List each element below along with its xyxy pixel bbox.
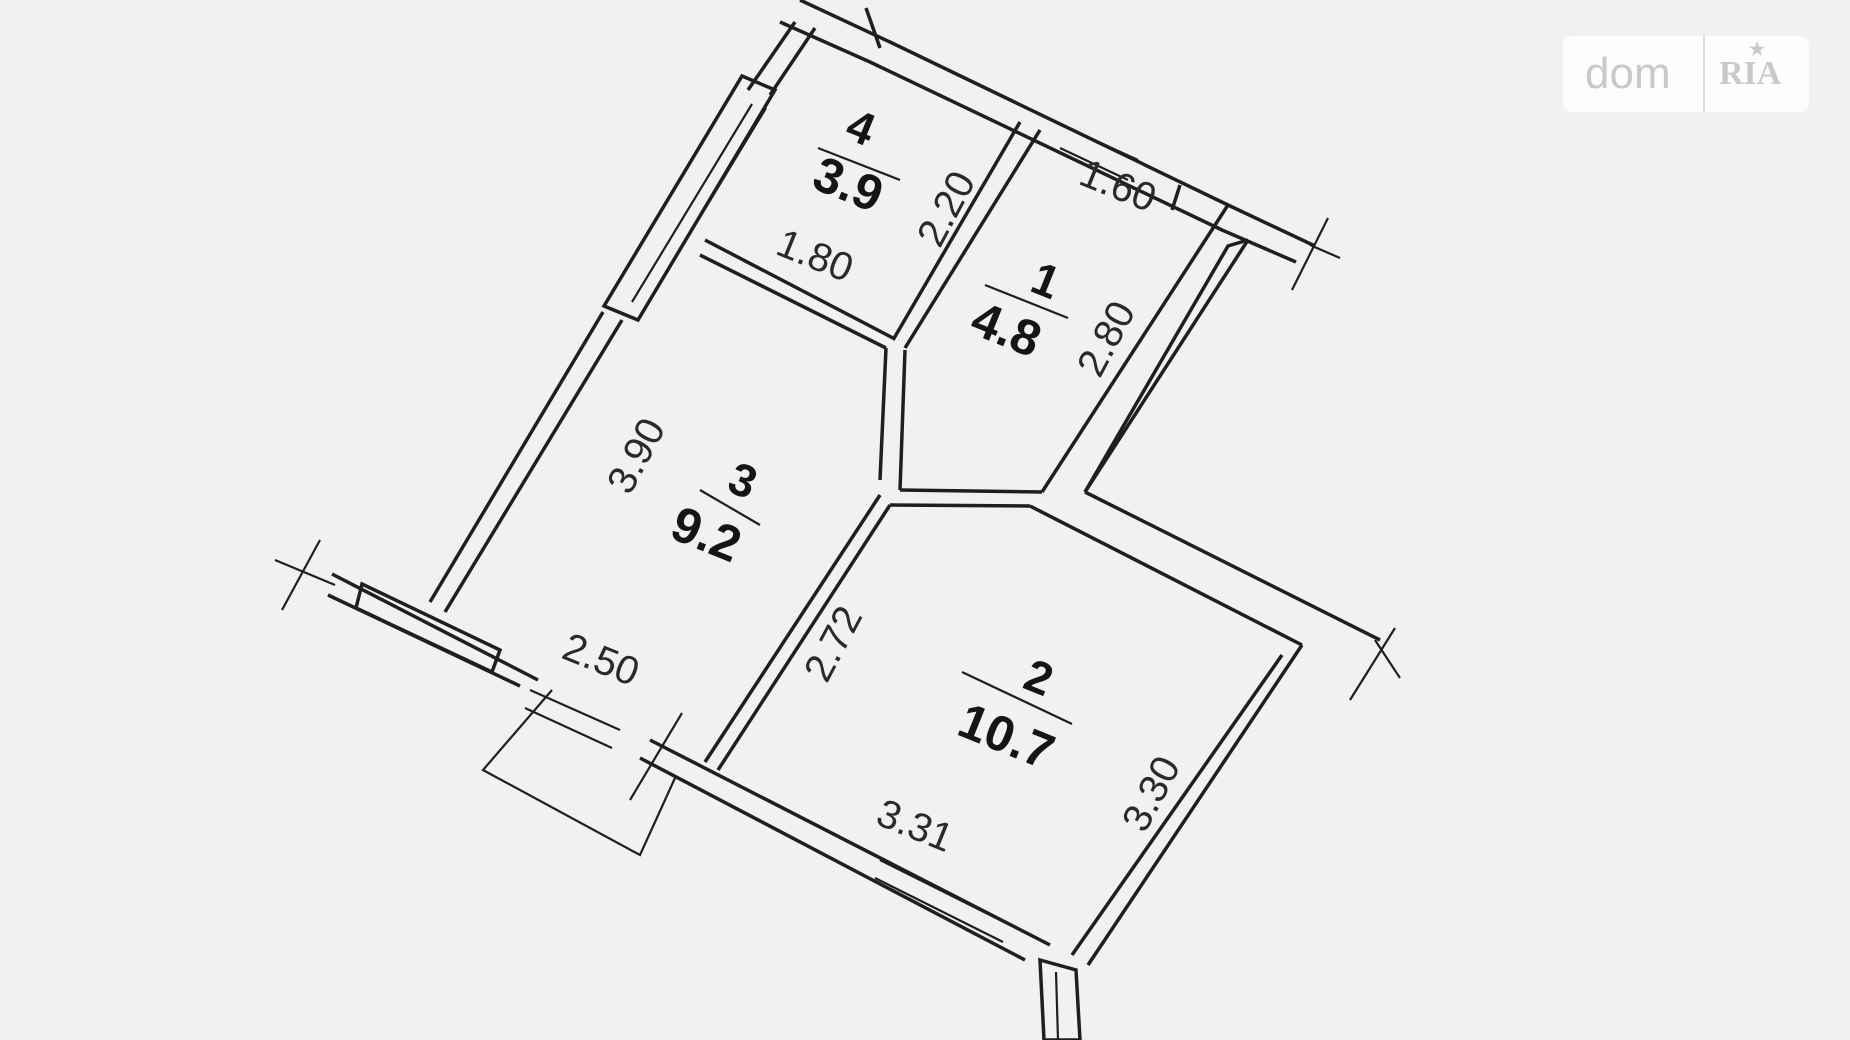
dim-1-60: 1.60 xyxy=(1074,151,1163,221)
room-1-number: 1 xyxy=(1024,251,1067,309)
dim-3-30: 3.30 xyxy=(1114,749,1189,838)
star-icon: ★ xyxy=(1749,39,1766,59)
dim-2-80: 2.80 xyxy=(1069,294,1144,383)
dim-2-72: 2.72 xyxy=(796,599,871,688)
dim-2-50: 2.50 xyxy=(557,625,646,695)
room-2-number: 2 xyxy=(1017,648,1060,706)
room-3-number: 3 xyxy=(721,451,764,509)
dim-3-31: 3.31 xyxy=(871,791,960,861)
room-4-number: 4 xyxy=(839,98,883,156)
room-2-area: 10.7 xyxy=(951,692,1062,780)
watermark-ria: ★ RIA xyxy=(1705,39,1782,93)
room-labels: 4 3.9 1 4.8 3 9.2 2 10.7 xyxy=(664,98,1073,780)
walls xyxy=(274,0,1401,1040)
watermark-divider xyxy=(1703,36,1705,112)
dim-3-90: 3.90 xyxy=(599,411,674,500)
room-3-area: 9.2 xyxy=(664,495,749,573)
room-4-area: 3.9 xyxy=(806,145,891,223)
watermark-dom: dom xyxy=(1585,49,1671,98)
vent-grille xyxy=(631,103,767,309)
watermark-ria-text: RIA xyxy=(1719,55,1782,92)
watermark-logo: dom ★ RIA xyxy=(1563,36,1809,112)
